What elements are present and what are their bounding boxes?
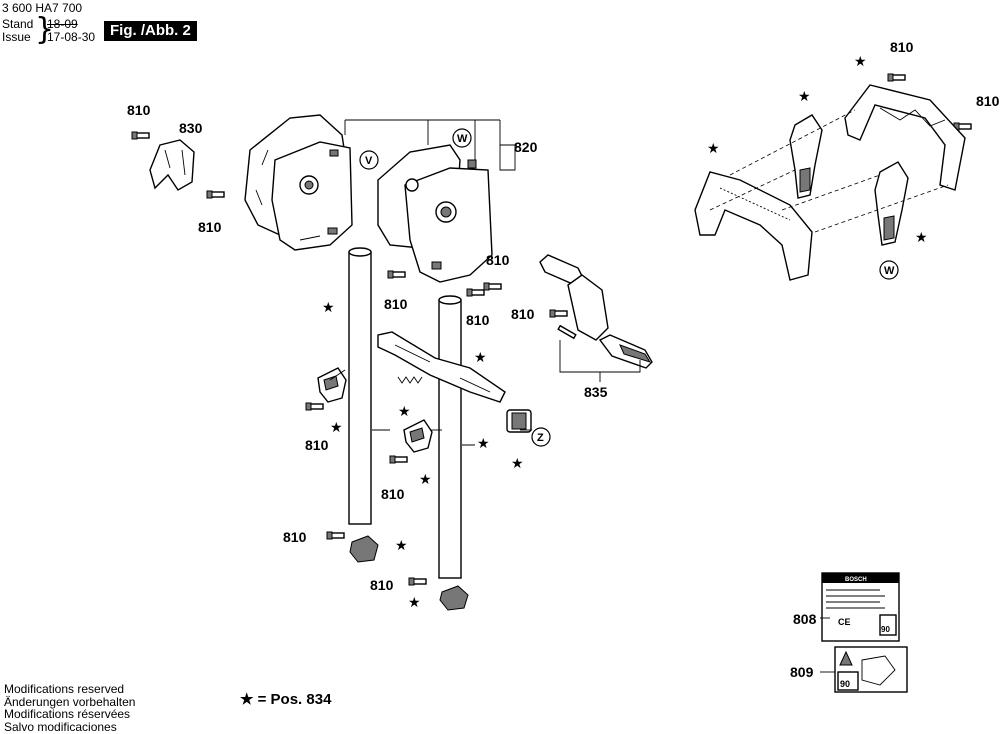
note-en: Modifications reserved	[4, 682, 125, 696]
star-icon: ★	[915, 230, 928, 246]
screw	[466, 288, 485, 297]
clip-830	[149, 139, 195, 191]
callout-810: 810	[486, 252, 510, 268]
ce-mark: CE	[838, 617, 851, 627]
handle-frame	[844, 84, 966, 191]
screw	[305, 402, 324, 411]
callout-810: 810	[283, 529, 307, 545]
marker-w: W	[879, 260, 899, 280]
issue-date: 17-08-30	[47, 30, 96, 44]
label-809-age: 90	[840, 679, 850, 689]
marker-z: Z	[531, 427, 551, 447]
star-icon: ★	[854, 54, 867, 70]
figure-label: Fig. /Abb. 2	[104, 21, 197, 41]
callout-810: 810	[127, 102, 151, 118]
knob	[506, 409, 532, 433]
note-fr: Modifications réservées	[4, 707, 131, 721]
housing-right	[377, 144, 493, 283]
note-de: Änderungen vorbehalten	[4, 694, 136, 709]
callout-810: 810	[198, 219, 222, 235]
marker-v: V	[359, 150, 379, 170]
star-markers: ★ ★ ★ ★ ★ ★ ★ ★ ★ ★ ★ ★ ★	[322, 54, 928, 611]
star-icon: ★	[511, 456, 524, 472]
screw	[483, 282, 502, 291]
callout-810: 810	[370, 577, 394, 593]
label-808-age: 90	[881, 625, 890, 634]
star-icon: ★	[474, 350, 487, 366]
handle-mount-upper	[789, 114, 823, 199]
callout-810: 810	[511, 306, 535, 322]
tube-right	[438, 295, 462, 579]
document-number: 3 600 HA7 700	[2, 1, 83, 15]
callout-810: 810	[976, 93, 1000, 109]
screw-set	[131, 73, 972, 586]
star-icon: ★	[707, 141, 720, 157]
star-icon: ★	[408, 595, 421, 611]
screw	[387, 270, 406, 279]
callout-830: 830	[179, 120, 203, 136]
rating-plate-808: BOSCH CE 90	[821, 572, 900, 642]
marker-v-text: V	[365, 155, 373, 167]
screw	[131, 131, 150, 140]
callout-810: 810	[305, 437, 329, 453]
callout-810: 810	[890, 39, 914, 55]
marker-w: W	[452, 128, 472, 148]
star-icon: ★	[477, 436, 490, 452]
marker-w-text: W	[457, 133, 468, 145]
locking-rail	[377, 331, 506, 403]
star-icon: ★	[398, 404, 411, 420]
tube-left	[348, 247, 372, 525]
callout-808: 808	[793, 611, 817, 627]
clamp-left	[317, 367, 347, 403]
star-icon: ★	[322, 300, 335, 316]
brace-icon: }	[35, 12, 55, 47]
star-legend: ★ = Pos. 834	[240, 691, 332, 708]
handle-mount-lower	[874, 161, 909, 246]
callout-810: 810	[384, 296, 408, 312]
screw	[887, 73, 906, 82]
foot-left	[349, 535, 379, 563]
marker-w-text: W	[884, 265, 895, 277]
screw	[408, 577, 427, 586]
old-date: 18-09	[47, 17, 78, 31]
modification-notes: Modifications reserved Änderungen vorbeh…	[4, 683, 135, 733]
screw	[206, 190, 225, 199]
screw	[326, 531, 345, 540]
label-brand: BOSCH	[845, 577, 867, 583]
warning-label-809: 90	[834, 646, 908, 693]
foot-right	[439, 585, 469, 611]
leader-lines	[329, 119, 835, 673]
housing-left	[244, 114, 353, 251]
star-icon: ★	[395, 538, 408, 554]
screw	[549, 309, 568, 318]
star-icon: ★	[330, 420, 343, 436]
stand-label: Stand	[2, 17, 34, 31]
crank-handle	[539, 254, 653, 369]
handle-grip	[694, 171, 813, 281]
callout-809: 809	[790, 664, 814, 680]
callout-810: 810	[466, 312, 490, 328]
marker-z-text: Z	[537, 432, 544, 444]
star-icon: ★	[798, 89, 811, 105]
callout-810: 810	[381, 486, 405, 502]
clamp-right	[403, 419, 433, 453]
spring	[397, 376, 423, 384]
callout-835: 835	[584, 384, 608, 400]
screw	[389, 455, 408, 464]
issue-label: Issue	[2, 30, 31, 44]
callout-820: 820	[514, 139, 538, 155]
star-icon: ★	[419, 472, 432, 488]
